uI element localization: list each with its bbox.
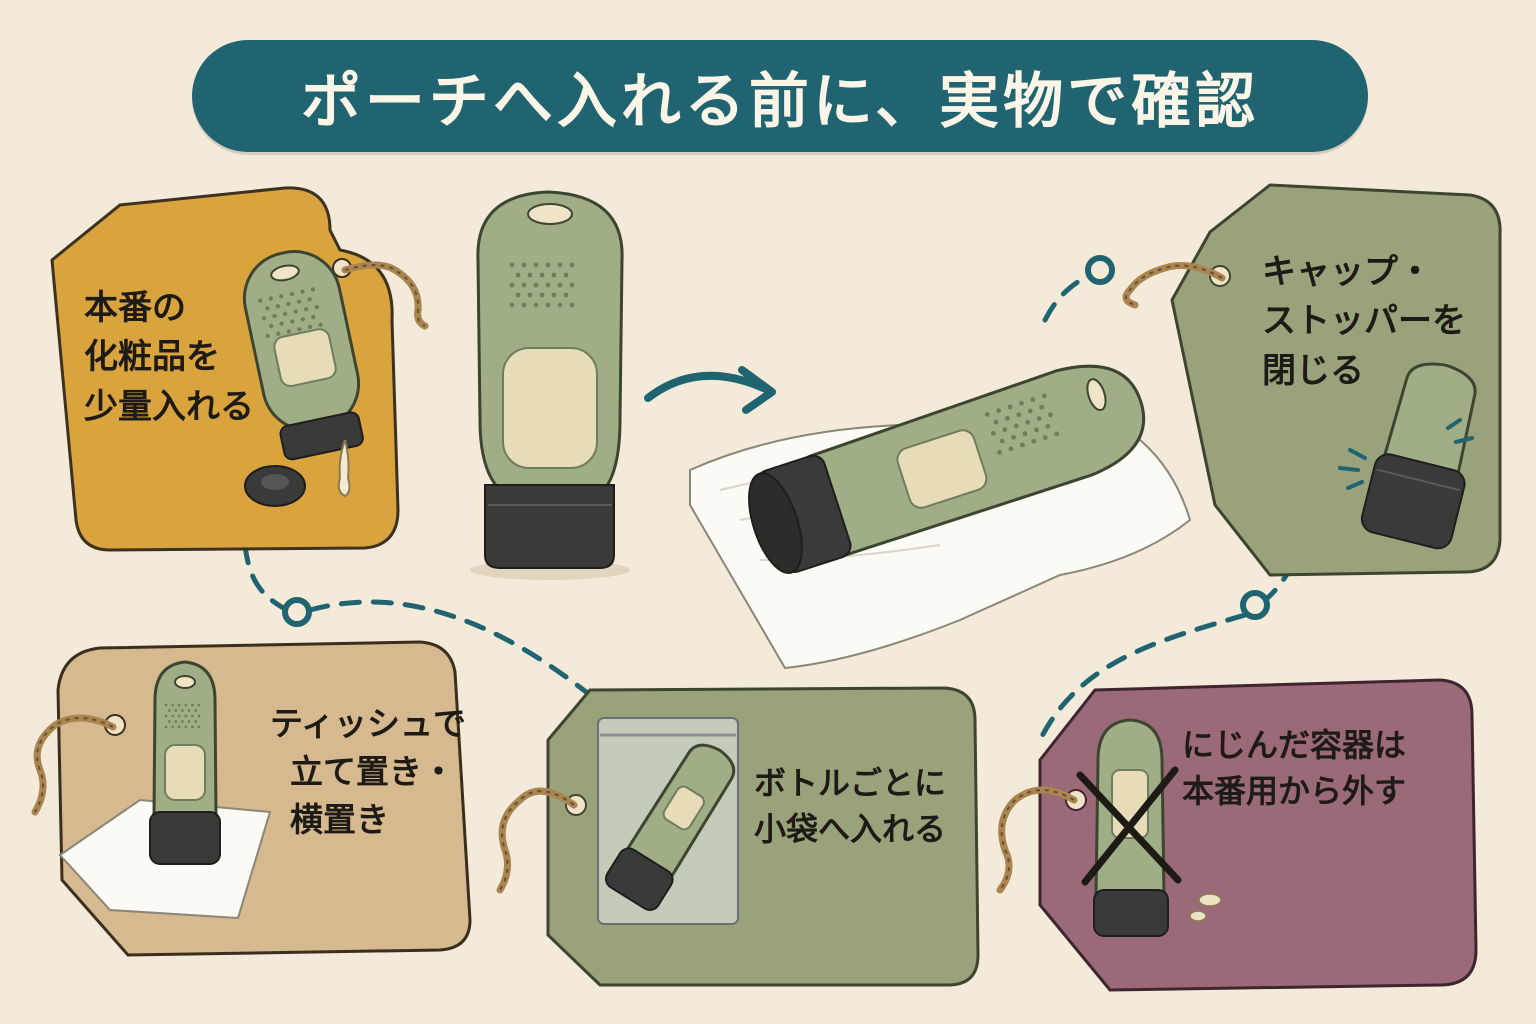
step-fill-line: 化粧品を bbox=[84, 337, 220, 378]
tag-reject bbox=[996, 678, 1478, 992]
standing-bottle-icon bbox=[470, 190, 630, 580]
step-tissue-line: 立て置き・ bbox=[290, 751, 455, 791]
step-bag-line: ボトルごとに bbox=[754, 764, 947, 802]
capped-bottle-icon bbox=[1360, 362, 1477, 550]
step-close-text: キャップ・ ストッパーを 閉じる bbox=[1262, 248, 1466, 396]
tag-bag bbox=[496, 686, 980, 987]
bottle-on-tissue-icon bbox=[689, 364, 1192, 670]
step-close-line: 閉じる bbox=[1262, 350, 1364, 391]
step-close-line: ストッパーを bbox=[1262, 301, 1466, 342]
step-reject-line: 本番用から外す bbox=[1182, 772, 1407, 811]
title-banner: ポーチへ入れる前に、実物で確認 bbox=[192, 40, 1368, 152]
step-bag-text: ボトルごとに 小袋へ入れる bbox=[754, 760, 946, 853]
step-close-line: キャップ・ bbox=[1262, 252, 1432, 292]
connector-rings bbox=[282, 255, 1270, 627]
crossed-leaking-bottle-icon bbox=[1076, 718, 1222, 937]
step-reject-line: にじんだ容器は bbox=[1182, 726, 1407, 764]
bottle-in-bag-icon bbox=[597, 717, 739, 925]
step-reject-text: にじんだ容器は 本番用から外す bbox=[1182, 722, 1406, 815]
step-tissue-line: 横置き bbox=[290, 799, 389, 839]
page-title: ポーチへ入れる前に、実物で確認 bbox=[300, 66, 1260, 137]
pour-bottle-icon bbox=[242, 250, 364, 461]
step-fill-text: 本番の 化粧品を 少量入れる bbox=[84, 284, 254, 432]
tag-fill bbox=[50, 186, 429, 552]
tag-close bbox=[1122, 183, 1502, 577]
step-fill-line: 少量入れる bbox=[84, 386, 254, 427]
step-tissue-text: ティッシュで 立て置き・ 横置き bbox=[270, 700, 466, 844]
step-bag-line: 小袋へ入れる bbox=[754, 810, 947, 849]
step-tissue-line: ティッシュで bbox=[270, 704, 467, 743]
tag-tissue bbox=[31, 640, 472, 957]
standing-bottle-on-tissue-icon bbox=[58, 660, 272, 920]
arrow-icon bbox=[644, 366, 776, 414]
step-fill-line: 本番の bbox=[84, 288, 186, 328]
